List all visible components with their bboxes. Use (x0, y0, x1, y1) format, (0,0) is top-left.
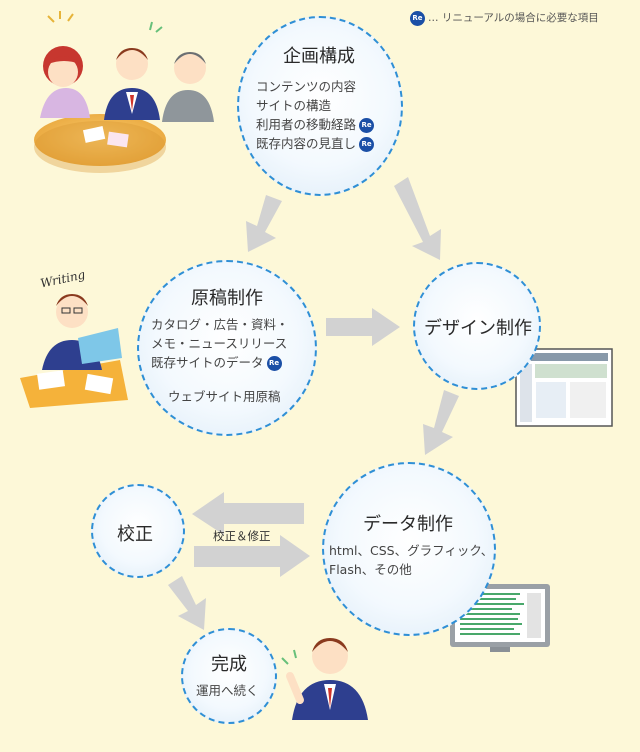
manuscript-item: メモ・ニュースリリース (151, 333, 287, 352)
data-production-item: html、CSS、グラフィック、 (329, 540, 493, 559)
data-production-title: データ制作 (363, 510, 453, 536)
complete-subtitle: 運用へ続く (196, 680, 259, 699)
renewal-badge-icon: Re (359, 137, 374, 152)
legend: Re… リニューアルの場合に必要な項目 (410, 10, 599, 26)
planning-title: 企画構成 (283, 42, 355, 68)
complete-node (181, 628, 277, 724)
celebrating-person-illustration (282, 638, 368, 720)
proof-edit-label: 校正＆修正 (213, 528, 271, 544)
planning-item: コンテンツの内容 (256, 76, 356, 95)
arrow-design-to-data (423, 390, 459, 455)
complete-title: 完成 (211, 650, 247, 676)
writing-person-illustration (20, 294, 128, 408)
proofread-title: 校正 (117, 520, 153, 546)
arrow-manuscript-to-design (326, 308, 400, 346)
design-title: デザイン制作 (424, 314, 532, 340)
arrow-planning-to-design (394, 177, 441, 260)
meeting-illustration (34, 11, 214, 173)
legend-text: … リニューアルの場合に必要な項目 (428, 12, 599, 24)
arrow-proofread-to-complete (168, 576, 206, 630)
renewal-badge-icon: Re (410, 11, 425, 26)
data-production-item: Flash、その他 (329, 559, 412, 578)
manuscript-output: ウェブサイト用原稿 (168, 386, 281, 405)
renewal-badge-icon: Re (359, 118, 374, 133)
renewal-badge-icon: Re (267, 356, 282, 371)
planning-item: サイトの構造 (256, 95, 331, 114)
arrow-planning-to-manuscript (246, 195, 282, 252)
manuscript-title: 原稿制作 (191, 284, 263, 310)
manuscript-item: カタログ・広告・資料・ (151, 314, 289, 333)
